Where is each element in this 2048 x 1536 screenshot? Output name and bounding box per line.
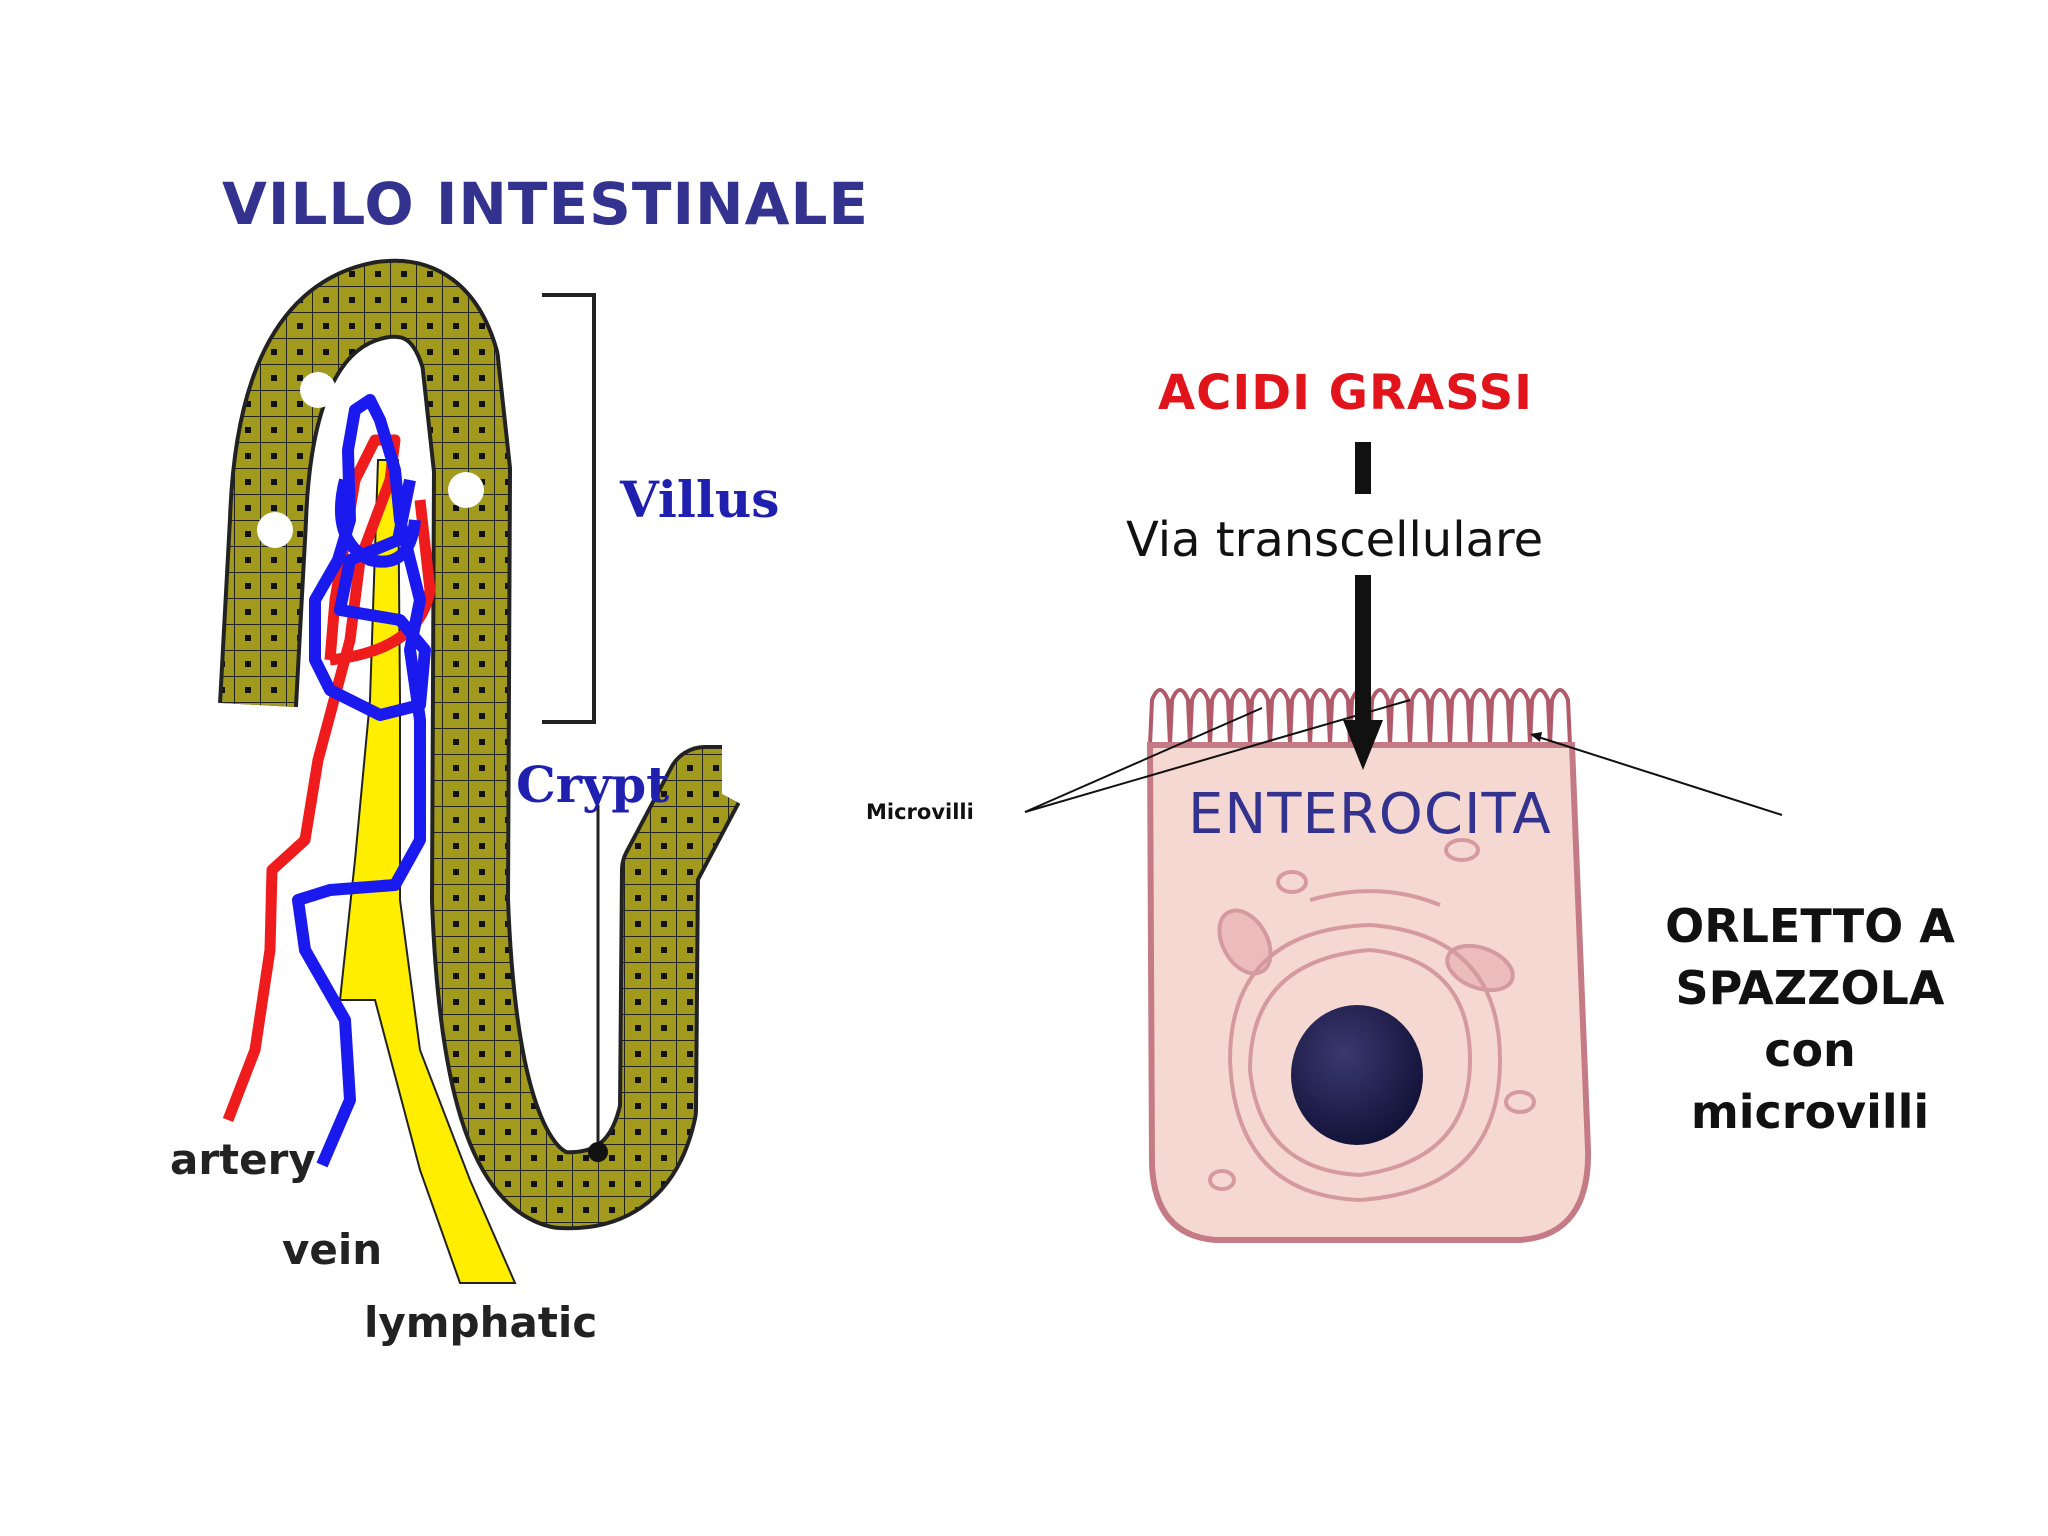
- villus-label: Villus: [620, 470, 780, 529]
- vein-vessel: [292, 394, 431, 1168]
- fatty-acids-label: ACIDI GRASSI: [1158, 365, 1533, 421]
- artery-label: artery: [170, 1135, 316, 1184]
- crypt-label: Crypt: [516, 755, 670, 814]
- brush-border-pointer: [1531, 734, 1783, 816]
- brush-border-line: SPAZZOLA: [1675, 961, 1945, 1015]
- route-arrow-shaft: [1355, 575, 1371, 725]
- goblet-cell: [448, 472, 484, 508]
- nucleus: [1291, 1005, 1423, 1145]
- page-title: VILLO INTESTINALE: [222, 170, 870, 238]
- enterocyte-label: ENTEROCITA: [1188, 782, 1552, 847]
- route-arrow-top: [1355, 442, 1371, 494]
- microvilli-label: Microvilli: [866, 800, 974, 824]
- vein-label: vein: [282, 1225, 383, 1274]
- brush-border-line: ORLETTO A: [1665, 899, 1955, 953]
- lymphatic-label: lymphatic: [364, 1298, 598, 1347]
- goblet-cell: [300, 372, 336, 408]
- route-label: Via transcellulare: [1126, 512, 1544, 568]
- microvilli-pointer: [1024, 707, 1263, 813]
- brush-border-line: microvilli: [1690, 1085, 1930, 1139]
- artery-vessel: [222, 434, 401, 1122]
- goblet-cell: [257, 512, 293, 548]
- route-arrowhead: [1343, 720, 1383, 770]
- organelles: [1208, 838, 1536, 1203]
- brush-border-line: con: [1764, 1023, 1856, 1077]
- brush-border-label: ORLETTO A SPAZZOLA con microvilli: [1640, 895, 1980, 1143]
- villus-bracket: [542, 293, 596, 724]
